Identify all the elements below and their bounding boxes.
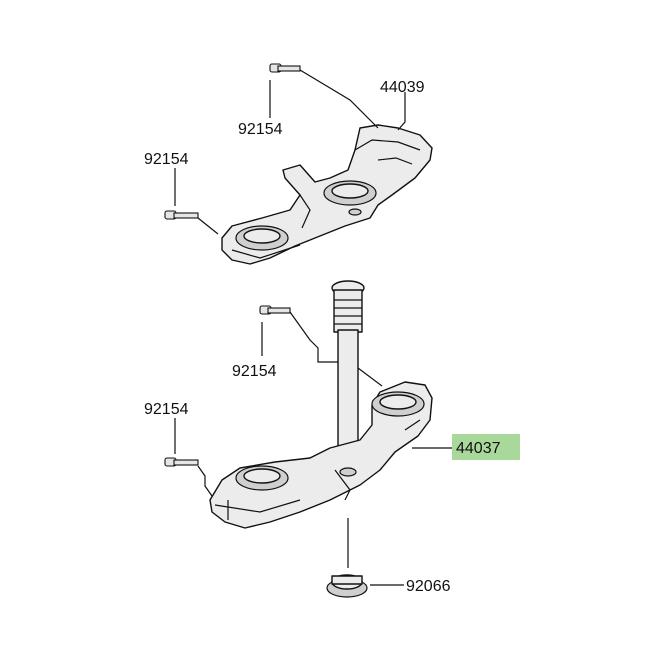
callout-92154-upper-top[interactable]: 92154 bbox=[238, 121, 283, 138]
bolt-92154-upper-left bbox=[164, 210, 199, 220]
callout-92154-upper-left[interactable]: 92154 bbox=[144, 151, 189, 168]
callout-92154-lower-left[interactable]: 92154 bbox=[144, 401, 189, 418]
cap-92066 bbox=[326, 574, 368, 598]
bolt-92154-lower-left bbox=[164, 457, 199, 467]
highlight-44037 bbox=[452, 434, 520, 460]
bolt-92154-lower-top bbox=[259, 305, 291, 315]
callout-44039[interactable]: 44039 bbox=[380, 79, 425, 96]
callout-44037[interactable]: 44037 bbox=[456, 440, 501, 457]
leader-upper-bolt-top bbox=[299, 69, 379, 129]
lower-triple-clamp bbox=[209, 381, 433, 529]
leader-lower-bolt-left bbox=[197, 465, 213, 497]
leader-upper-bolt-left bbox=[197, 217, 219, 235]
bolt-92154-upper-top bbox=[269, 63, 301, 73]
callout-92066[interactable]: 92066 bbox=[406, 578, 451, 595]
leader-44039 bbox=[397, 92, 406, 131]
callout-92154-lower-top[interactable]: 92154 bbox=[232, 363, 277, 380]
leader-lower-bolt-top-b bbox=[357, 367, 383, 387]
leader-lower-bolt-top bbox=[289, 311, 338, 363]
upper-triple-clamp bbox=[221, 124, 433, 265]
